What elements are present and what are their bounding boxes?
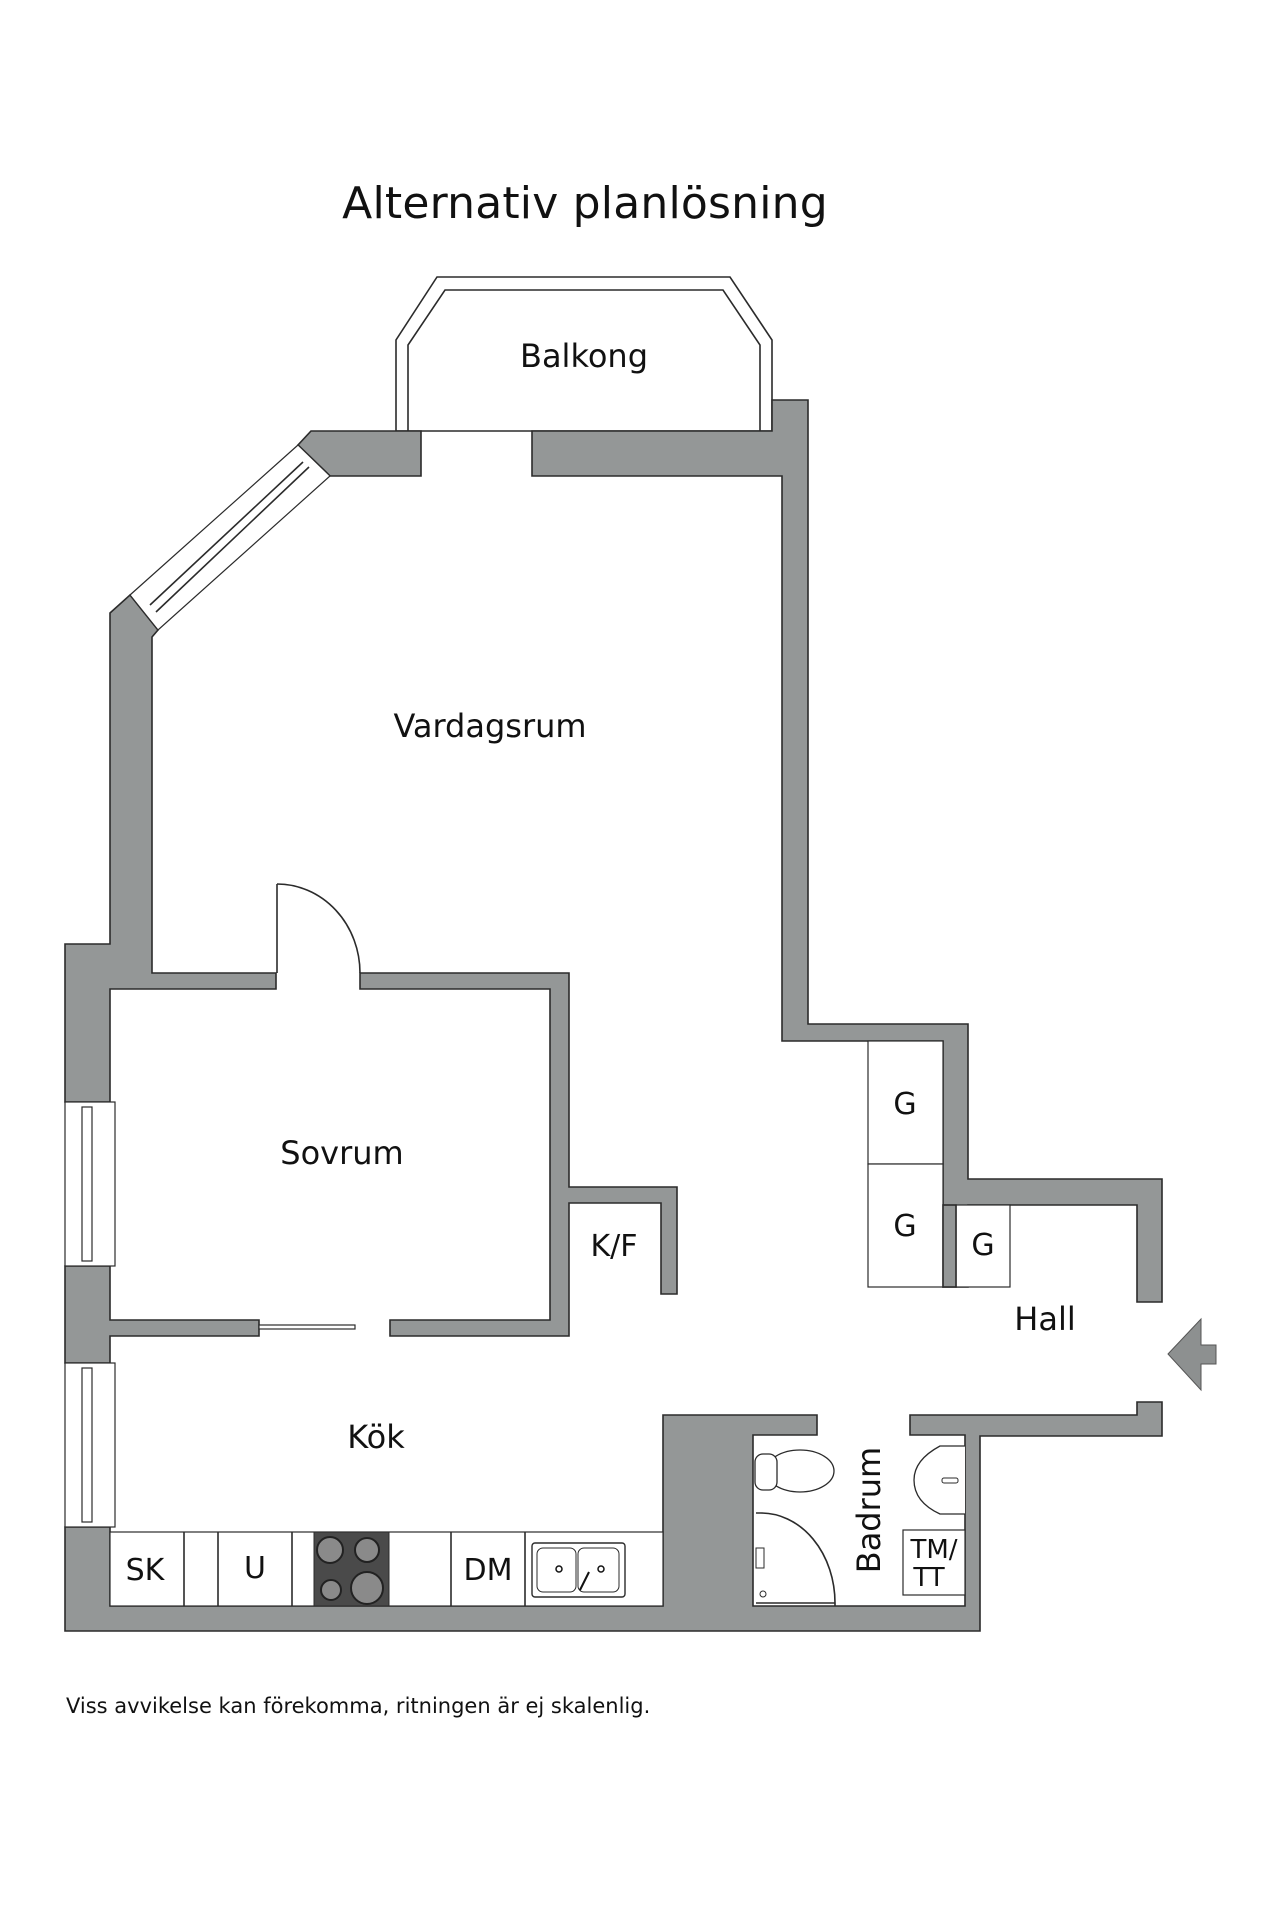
walls	[64, 399, 1163, 1632]
bathroom-fixtures	[754, 1445, 966, 1606]
sliding-door	[258, 1324, 356, 1330]
window-sovrum	[64, 1101, 116, 1267]
tm-label: TM/	[909, 1535, 957, 1565]
counter-label-dm: DM	[464, 1553, 513, 1588]
page-title-text: Alternativ planlösning	[342, 178, 828, 229]
room-label-sovrum: Sovrum	[280, 1134, 403, 1172]
wardrobe-label-3: G	[971, 1228, 994, 1263]
room-label-badrum: Badrum	[850, 1447, 888, 1573]
tm-tt-box	[902, 1529, 966, 1596]
tt-label: TT	[912, 1563, 944, 1593]
disclaimer-text: Viss avvikelse kan förekomma, ritningen …	[66, 1694, 651, 1718]
entrance-arrow-icon	[1167, 1317, 1217, 1392]
wardrobes	[867, 1040, 1011, 1288]
window-diagonal	[129, 444, 331, 631]
bedroom-door	[276, 883, 361, 974]
shower-icon	[755, 1512, 836, 1606]
counter-label-sk: SK	[126, 1553, 166, 1588]
toilet-icon	[754, 1449, 835, 1493]
washbasin-icon	[913, 1445, 965, 1515]
room-label-balkong: Balkong	[520, 337, 648, 375]
wardrobe-2	[867, 1163, 944, 1288]
wardrobe-label-1: G	[893, 1087, 916, 1122]
room-label-kf: K/F	[590, 1229, 637, 1264]
wardrobe-3	[955, 1204, 1011, 1288]
wardrobe-1	[867, 1040, 944, 1165]
room-label-kok: Kök	[347, 1418, 405, 1456]
sink-icon	[531, 1542, 626, 1598]
room-label-vardagsrum: Vardagsrum	[393, 707, 586, 745]
kitchen-counter	[109, 1531, 664, 1607]
page-title: Alternativ planlösning	[0, 178, 1280, 229]
wardrobe-label-2: G	[893, 1209, 916, 1244]
room-label-hall: Hall	[1014, 1300, 1075, 1338]
counter-label-u: U	[244, 1551, 266, 1586]
window-kitchen	[64, 1362, 116, 1528]
stove-icon	[313, 1531, 390, 1607]
